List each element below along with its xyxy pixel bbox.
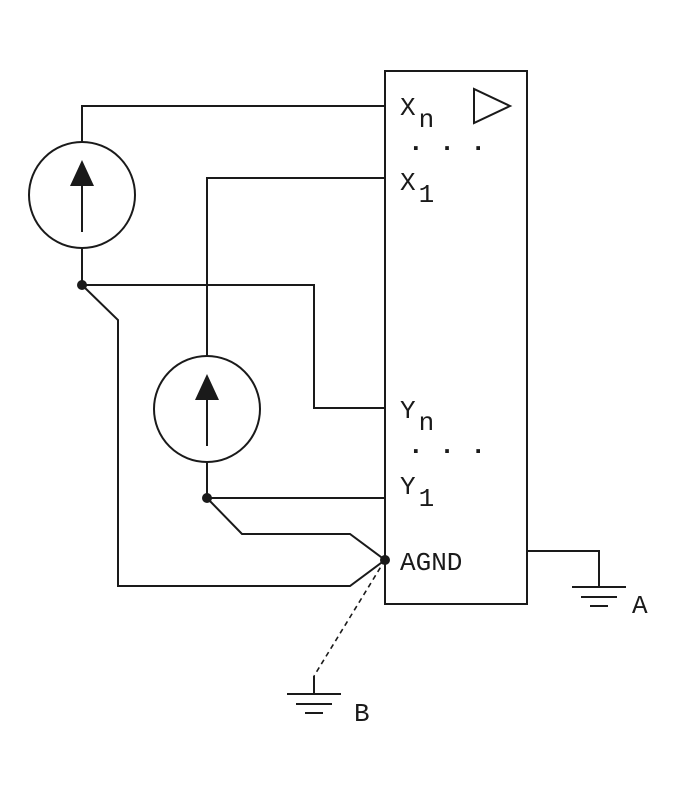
ground-icon [572, 586, 626, 607]
module-box [384, 70, 528, 605]
wire-ground-a [527, 550, 600, 587]
label-y-ellipsis: . . . [408, 431, 486, 461]
label-x-ellipsis: . . . [408, 128, 486, 158]
current-source-icon [28, 141, 136, 249]
wire-x1 [206, 177, 385, 356]
junction-dot-agnd [380, 555, 390, 565]
label-ground-b: B [354, 699, 370, 729]
wire-y1 [206, 462, 385, 499]
label-ground-a: A [632, 591, 648, 621]
wire-source1-bottom [81, 248, 385, 409]
wire-xn [81, 105, 385, 142]
amplifier-triangle-icon [473, 87, 513, 125]
junction-dot [202, 493, 212, 503]
label-agnd: AGND [400, 548, 462, 578]
dashed-wire-ground-b [313, 559, 386, 677]
current-source-icon [153, 355, 261, 463]
junction-dot [77, 280, 87, 290]
wire-source2-return [206, 497, 386, 561]
wire-source1-return [81, 284, 386, 587]
ground-icon [287, 693, 341, 714]
